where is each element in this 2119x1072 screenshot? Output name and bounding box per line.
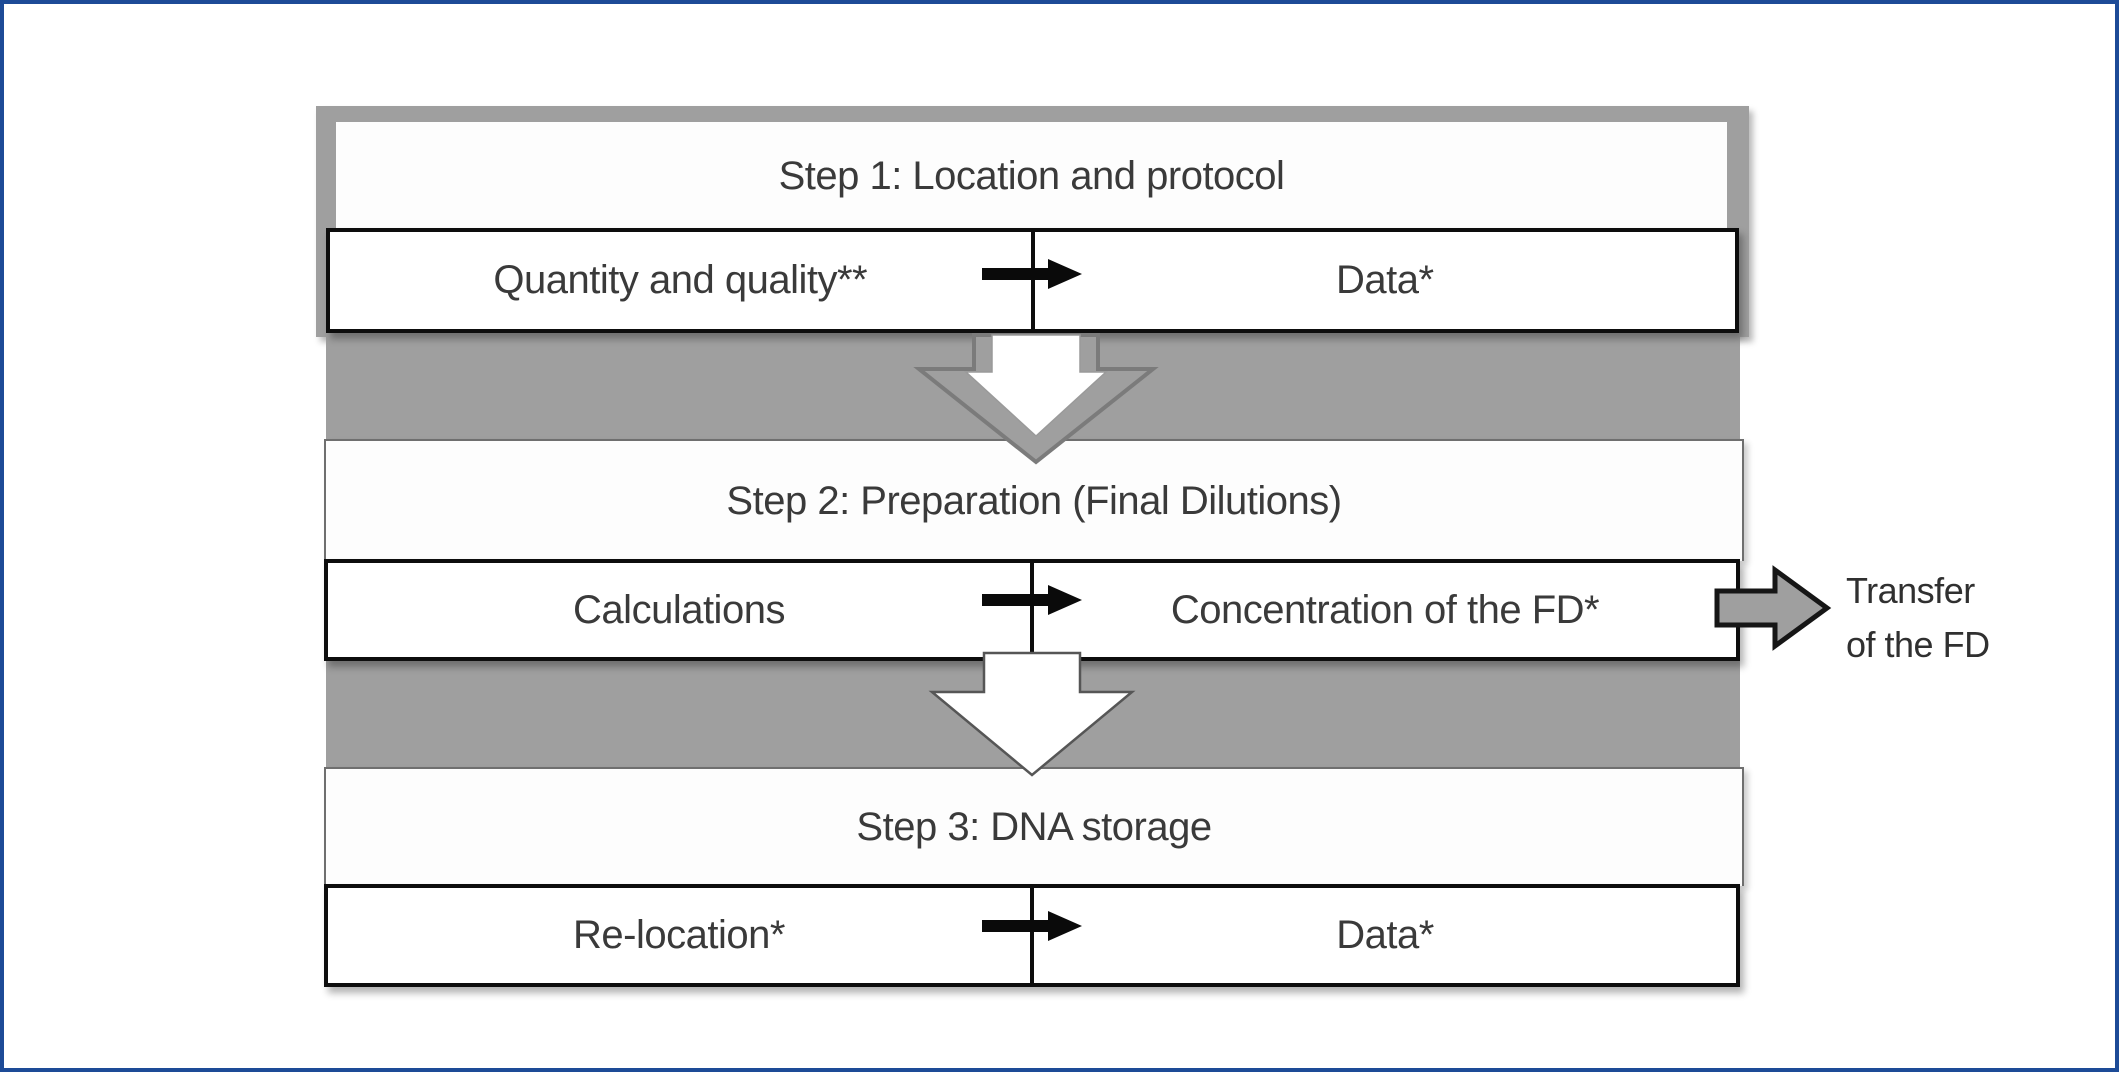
step2-title: Step 2: Preparation (Final Dilutions) [726,478,1342,523]
step3-title-box: Step 3: DNA storage [324,767,1744,886]
step1-right-cell: Data* [1035,232,1736,329]
step2-left-label: Calculations [573,587,785,632]
step2-right-label: Concentration of the FD* [1170,587,1600,632]
step1-title-box: Step 1: Location and protocol [336,122,1727,230]
step1-right-label: Data* [1335,258,1434,302]
step2-title-box: Step 2: Preparation (Final Dilutions) [324,439,1744,561]
step1-title: Step 1: Location and protocol [778,153,1285,198]
step1-row: Quantity and quality** Data* [326,228,1739,333]
step3-left-cell: Re-location* [328,888,1034,983]
transfer-label: Transfer of the FD [1846,564,1990,672]
connector-band-2 [326,661,1740,767]
step3-title: Step 3: DNA storage [856,805,1212,849]
step3-right-cell: Data* [1034,888,1736,983]
step3-left-label: Re-location* [573,913,785,957]
transfer-label-line1: Transfer [1846,570,1975,611]
step1-left-label: Quantity and quality** [493,258,868,302]
step2-right-cell: Concentration of the FD* [1034,563,1736,657]
step2-left-cell: Calculations [328,563,1034,657]
step3-right-label: Data* [1336,913,1434,957]
step2-row: Calculations Concentration of the FD* [324,559,1740,661]
step3-row: Re-location* Data* [324,884,1740,987]
step1-left-cell: Quantity and quality** [330,232,1035,329]
connector-band-1 [326,337,1740,439]
transfer-label-line2: of the FD [1846,624,1990,665]
